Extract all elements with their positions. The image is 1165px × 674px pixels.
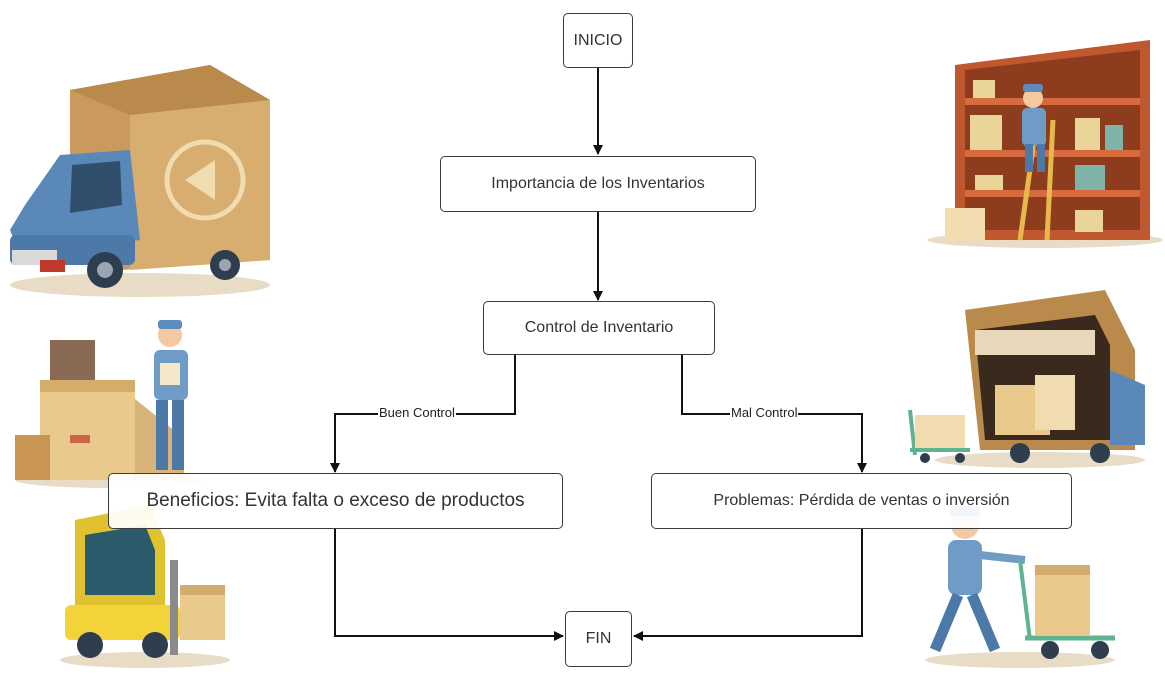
loading-truck-cart-icon — [908, 290, 1145, 468]
node-end: FIN — [565, 611, 632, 667]
edge-label-bad-control: Mal Control — [730, 405, 799, 420]
forklift-icon — [60, 505, 230, 668]
edge-benefits-to-end — [334, 529, 564, 641]
node-problems: Problemas: Pérdida de ventas o inversión — [651, 473, 1072, 529]
node-control: Control de Inventario — [483, 301, 715, 355]
warehouse-shelf-worker-icon — [927, 40, 1163, 248]
edge-label-good-control: Buen Control — [378, 405, 456, 420]
node-benefits: Beneficios: Evita falta o exceso de prod… — [108, 473, 563, 529]
edge-problems-to-end — [633, 529, 863, 641]
node-start: INICIO — [563, 13, 633, 68]
delivery-worker-boxes-icon — [15, 320, 205, 488]
delivery-truck-icon — [10, 65, 270, 297]
node-importance: Importancia de los Inventarios — [440, 156, 756, 212]
